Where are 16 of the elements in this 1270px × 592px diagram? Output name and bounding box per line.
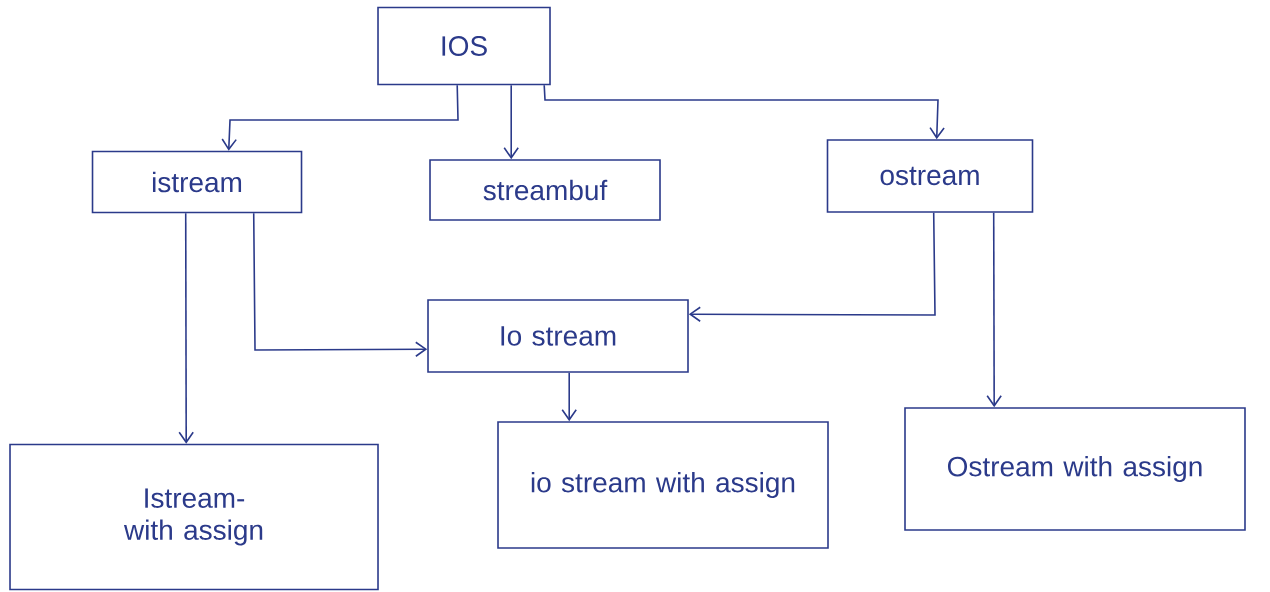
class-box: istream xyxy=(91,150,303,214)
class-box: IOS xyxy=(377,6,551,86)
arrow xyxy=(543,84,945,140)
arrow xyxy=(178,212,194,444)
arrow xyxy=(503,84,519,160)
class-box: Istream-with assign xyxy=(9,443,379,591)
arrow xyxy=(561,372,577,422)
arrow xyxy=(688,212,936,323)
class-box: Io stream xyxy=(427,299,689,373)
arrow xyxy=(221,84,459,151)
class-box: ostream xyxy=(826,139,1034,213)
class-box: Ostream with assign xyxy=(904,407,1246,531)
arrow xyxy=(986,212,1002,408)
class-box: io stream with assign xyxy=(497,421,829,549)
arrow xyxy=(252,212,428,358)
class-box: streambuf xyxy=(429,159,661,221)
